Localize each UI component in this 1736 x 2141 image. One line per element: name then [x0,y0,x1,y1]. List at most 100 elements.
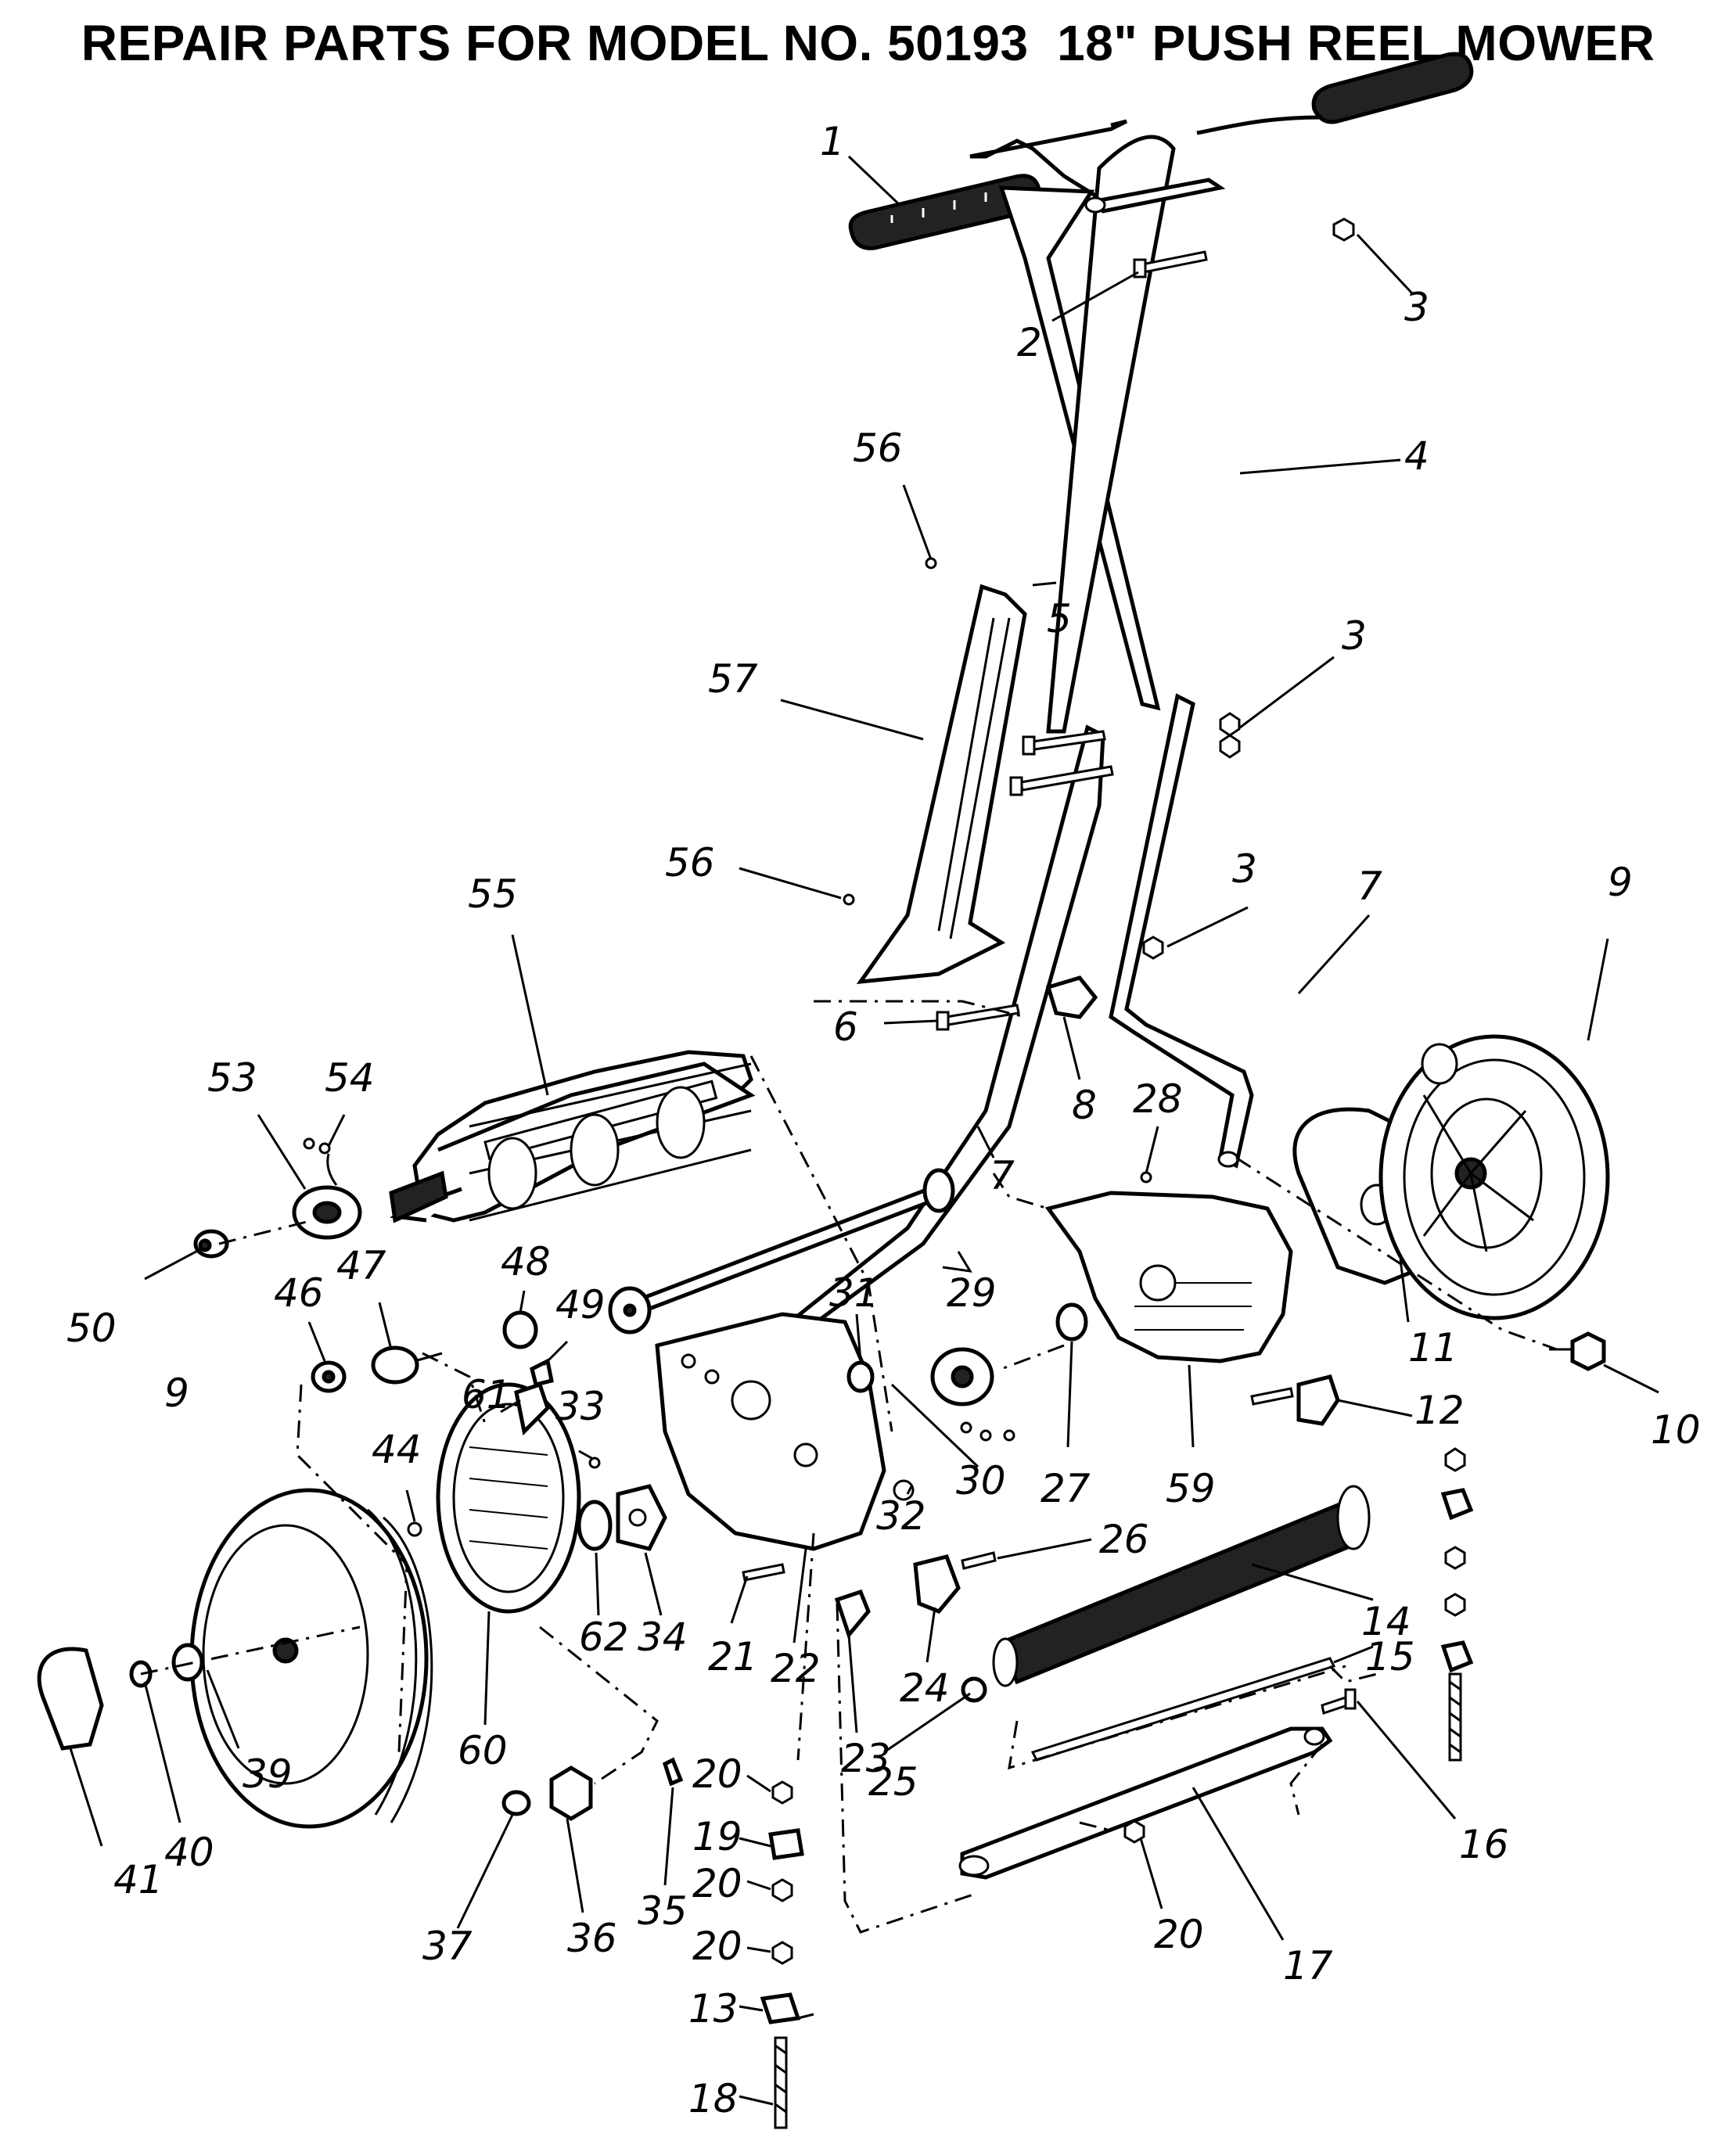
callout-17: 17 [1283,1943,1333,1988]
callout-1: 1 [820,119,845,164]
callout-9: 9 [164,1370,189,1416]
roller-part-14 [992,1485,1371,1687]
handle-brace-part-57 [856,584,1027,985]
bearing-cup-part-53 [292,1185,362,1240]
callout-36: 36 [567,1916,617,1961]
screw-part-26 [961,1551,997,1570]
leader-lines [69,155,1659,2106]
pawl-part-61 [514,1381,550,1436]
callout-2: 2 [1017,320,1042,365]
upper-handle-part-4 [969,52,1474,734]
nut-part-20c [771,1941,793,1965]
callout-23: 23 [841,1736,891,1781]
hub-cap-part-41 [37,1647,104,1751]
callout-3: 3 [1232,846,1257,892]
callout-3: 3 [1404,285,1429,330]
callout-53: 53 [207,1055,257,1101]
bolts-part-5 [1009,730,1114,796]
bumper-part-23 [834,1589,871,1640]
callout-31: 31 [829,1270,879,1316]
callout-55: 55 [468,871,518,917]
side-plate-part-22 [655,1312,886,1551]
callout-20: 20 [692,1751,742,1797]
callout-22: 22 [771,1646,821,1691]
callout-20: 20 [1154,1912,1204,1957]
callout-33: 33 [555,1384,606,1429]
callout-7: 7 [1357,864,1382,909]
callout-40: 40 [164,1830,214,1875]
wheel-part-9b [1378,1034,1610,1320]
assembly-lines [140,1000,1558,2020]
callout-5: 5 [1047,596,1072,641]
screws-part-30 [960,1421,1015,1442]
bed-knife-part-17 [958,1726,1333,1880]
nut-part-3a [1332,217,1355,242]
callout-26: 26 [1099,1517,1149,1562]
callout-19: 19 [692,1814,742,1859]
callout-29: 29 [947,1270,997,1316]
bolt-part-2 [1133,250,1208,278]
screws-part-54 [303,1137,338,1186]
nut-part-20b [771,1878,793,1902]
reel-part-55 [389,1050,756,1223]
nut-part-44 [407,1521,422,1537]
callout-62: 62 [579,1615,629,1660]
key-part-35 [662,1757,684,1787]
screw-part-33 [588,1457,601,1469]
bracket-part-8 [1045,975,1098,1019]
callout-41: 41 [113,1857,164,1902]
callout-3: 3 [1342,613,1367,659]
nut-part-20d [1123,1819,1145,1844]
callout-labels: 1 2 3 4 56 5 3 57 56 55 3 7 9 53 54 6 8 … [66,119,1701,2121]
callout-16: 16 [1459,1822,1509,1867]
callout-27: 27 [1041,1466,1091,1511]
callout-56: 56 [853,426,903,471]
callout-30: 30 [956,1458,1006,1503]
callout-9: 9 [1608,860,1633,905]
callout-20: 20 [692,1924,742,1969]
callout-8: 8 [1072,1083,1097,1128]
callout-28: 28 [1133,1076,1183,1122]
nut-part-32 [893,1479,915,1501]
callout-32: 32 [876,1493,926,1539]
drive-gear-part-60 [436,1382,581,1614]
side-plate-part-59 [1044,1191,1293,1363]
adjuster-part-13 [760,1992,801,2024]
callout-13: 13 [688,1986,739,2031]
height-adjust-right [1440,1447,1474,1762]
callout-54: 54 [325,1055,375,1101]
height-adjust-left [760,1780,804,2129]
screw-part-28 [1140,1171,1152,1184]
callout-14: 14 [1361,1599,1411,1644]
callout-25: 25 [868,1759,918,1805]
callout-24: 24 [900,1665,950,1711]
nut-part-20a [771,1780,793,1805]
callout-59: 59 [1166,1466,1216,1511]
nut-part-3c [1142,936,1164,960]
nut-part-37 [501,1790,531,1816]
callout-6: 6 [833,1004,858,1050]
wheel-part-9a [189,1488,433,1829]
callout-44: 44 [372,1427,422,1472]
callout-15: 15 [1365,1634,1415,1679]
bearing-part-34 [616,1484,667,1551]
pinion-part-36 [549,1766,593,1821]
clip-part-49 [530,1358,554,1388]
callout-46: 46 [274,1270,324,1316]
bracket-part-24 [913,1554,961,1614]
callout-4: 4 [1404,433,1429,479]
washer-part-46 [311,1360,347,1393]
callout-18: 18 [688,2076,739,2121]
diagram-title: REPAIR PARTS FOR MODEL NO. 50193 18" PUS… [81,15,1655,71]
callout-49: 49 [555,1282,606,1327]
axle-part-29 [608,1168,955,1335]
bushing-part-50 [193,1229,229,1259]
bracket-part-12 [1250,1374,1340,1426]
callout-48: 48 [501,1239,551,1284]
bolt-part-21 [742,1563,785,1582]
callout-61: 61 [462,1372,512,1417]
callout-56: 56 [665,840,715,885]
callout-35: 35 [638,1888,688,1934]
bolt-part-16 [1321,1688,1357,1715]
callout-50: 50 [66,1306,117,1351]
